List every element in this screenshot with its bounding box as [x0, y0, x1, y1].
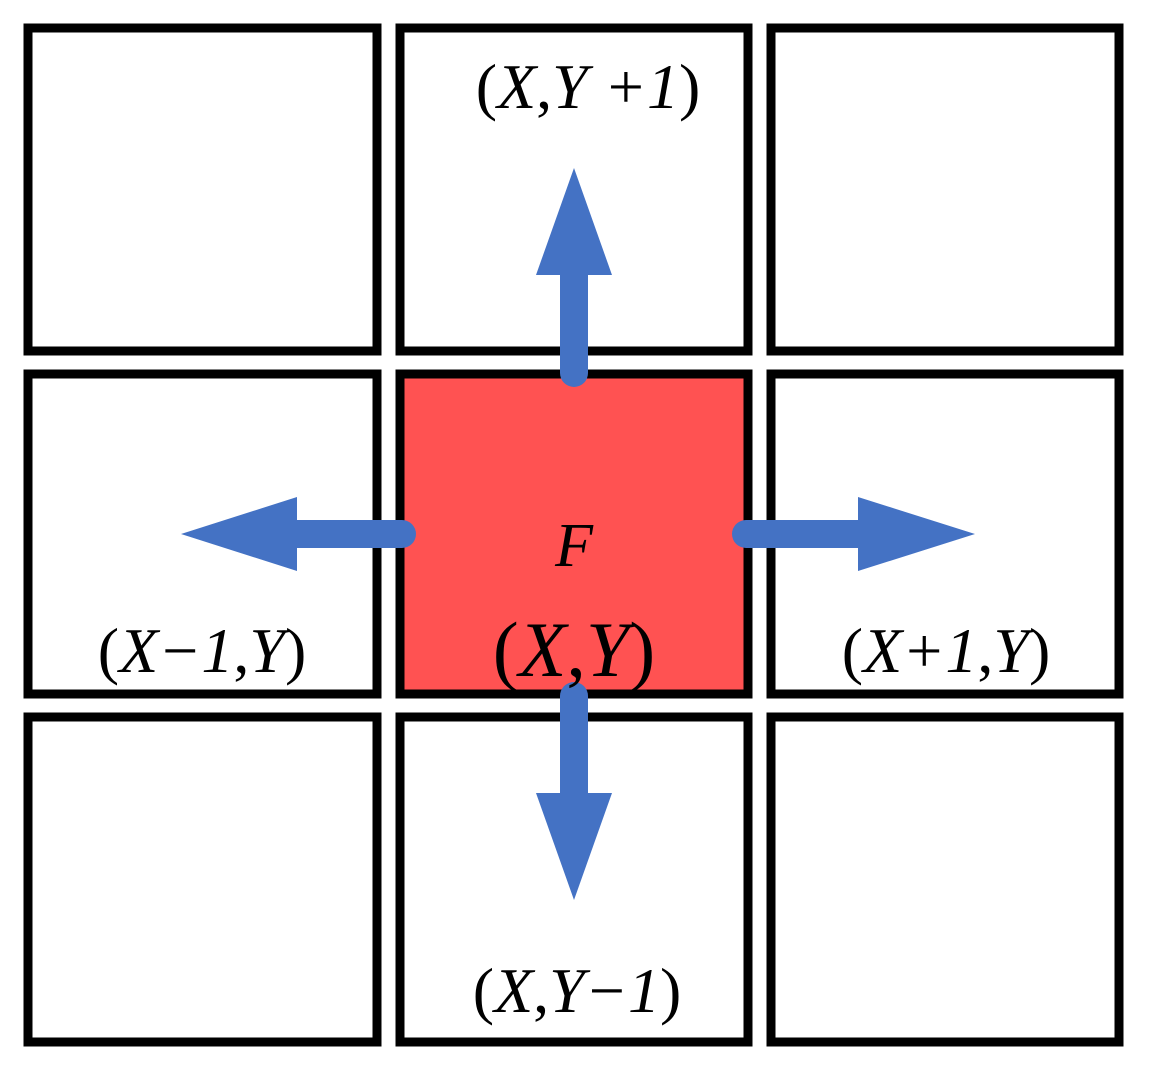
center-cell-name: F — [554, 512, 594, 580]
center-cell-coords: (X,Y) — [493, 606, 656, 693]
cell-top-right — [766, 23, 1124, 356]
arrow-right-icon — [732, 497, 975, 571]
arrow-up-icon — [536, 168, 612, 387]
neighbor-label-down: (X,Y−1) — [473, 955, 682, 1026]
neighbor-label-right: (X+1,Y) — [842, 615, 1051, 686]
cell-top-left — [23, 23, 382, 356]
cell-bottom-left — [23, 712, 382, 1047]
neighbor-label-left: (X−1,Y) — [98, 615, 307, 686]
neighbor-label-up: (X,Y +1) — [476, 51, 701, 122]
arrow-down-icon — [536, 682, 612, 900]
arrow-left-icon — [181, 497, 416, 571]
cell-bottom-right — [766, 712, 1124, 1047]
